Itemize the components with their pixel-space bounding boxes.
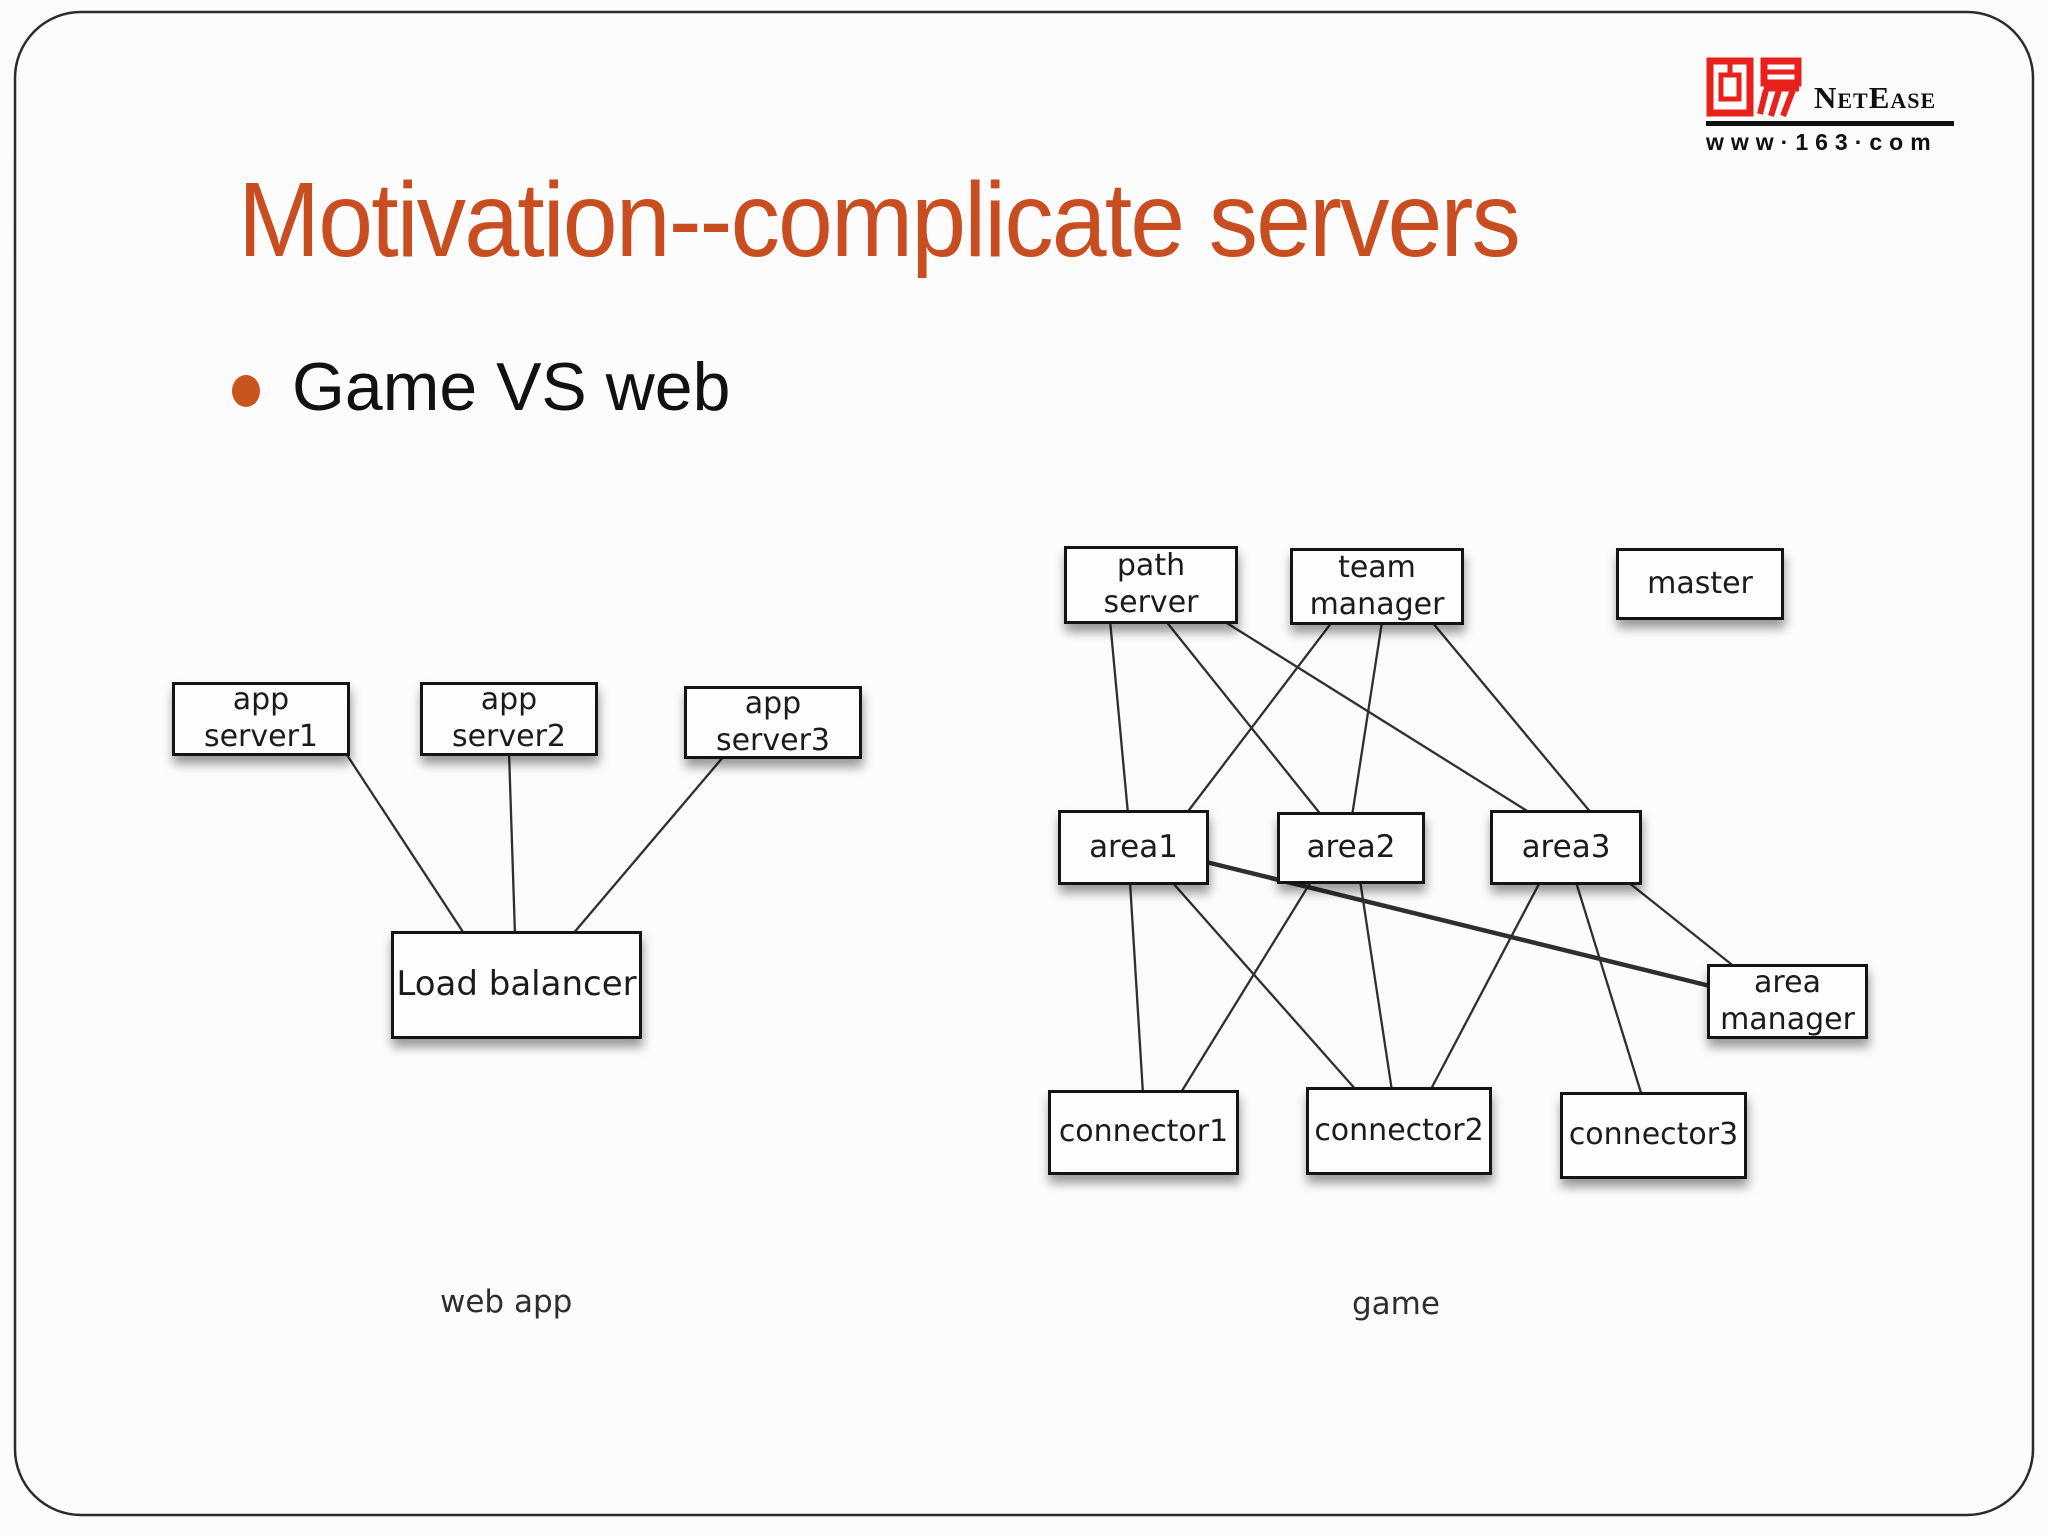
- edge-app-server3--load-balancer: [571, 755, 725, 936]
- edge-area3--connector3: [1574, 881, 1644, 1097]
- edge-area2--connector1: [1179, 879, 1313, 1095]
- netease-url-text: www·163·com: [1706, 129, 1938, 155]
- netease-logo-rule: [1706, 121, 1954, 126]
- netease-brand-text: NetEase: [1814, 80, 1937, 115]
- caption-web-app: web app: [440, 1284, 573, 1320]
- node-master: master: [1616, 548, 1784, 620]
- node-connector3: connector3: [1560, 1092, 1747, 1179]
- edge-area3--connector2: [1428, 881, 1542, 1092]
- edge-area1--connector1: [1128, 881, 1145, 1095]
- node-connector2: connector2: [1306, 1087, 1492, 1175]
- edge-team-manager--area3: [1431, 621, 1593, 815]
- node-area3: area3: [1490, 810, 1642, 885]
- netease-logo-top: NetEase: [1706, 56, 1954, 118]
- node-app-server3: app server3: [684, 686, 862, 759]
- node-team-manager: team manager: [1290, 548, 1464, 625]
- netease-logo: NetEase www·163·com: [1706, 56, 1954, 156]
- page-title: Motivation--complicate servers: [238, 161, 1521, 279]
- edge-path-server--area2: [1164, 619, 1323, 817]
- node-app-server2: app server2: [420, 682, 598, 756]
- edge-team-manager--area2: [1350, 621, 1384, 817]
- edge-path-server--area1: [1108, 619, 1130, 815]
- bullet-row: Game VS web: [232, 348, 730, 426]
- edge-path-server--area3: [1221, 619, 1533, 815]
- node-area2: area2: [1277, 812, 1425, 884]
- bullet-marker-icon: [232, 375, 260, 407]
- edge-app-server1--load-balancer: [344, 751, 466, 936]
- slide-border-rect: [13, 10, 2035, 1517]
- node-app-server1: app server1: [172, 682, 350, 756]
- bullet-text: Game VS web: [292, 349, 731, 425]
- edge-team-manager--area1: [1185, 621, 1333, 815]
- netease-cjk-logo-icon: [1706, 57, 1802, 118]
- caption-game: game: [1352, 1286, 1440, 1322]
- node-load-balancer: Load balancer: [391, 931, 642, 1039]
- node-connector1: connector1: [1048, 1090, 1239, 1175]
- edge-area2--connector2: [1358, 879, 1394, 1092]
- edge-app-server2--load-balancer: [507, 751, 517, 936]
- edge-area1--connector2: [1171, 881, 1358, 1092]
- node-path-server: path server: [1064, 546, 1238, 624]
- edge-area3--area-manager: [1627, 881, 1737, 969]
- node-area1: area1: [1058, 810, 1209, 885]
- node-area-manager: area manager: [1707, 964, 1868, 1039]
